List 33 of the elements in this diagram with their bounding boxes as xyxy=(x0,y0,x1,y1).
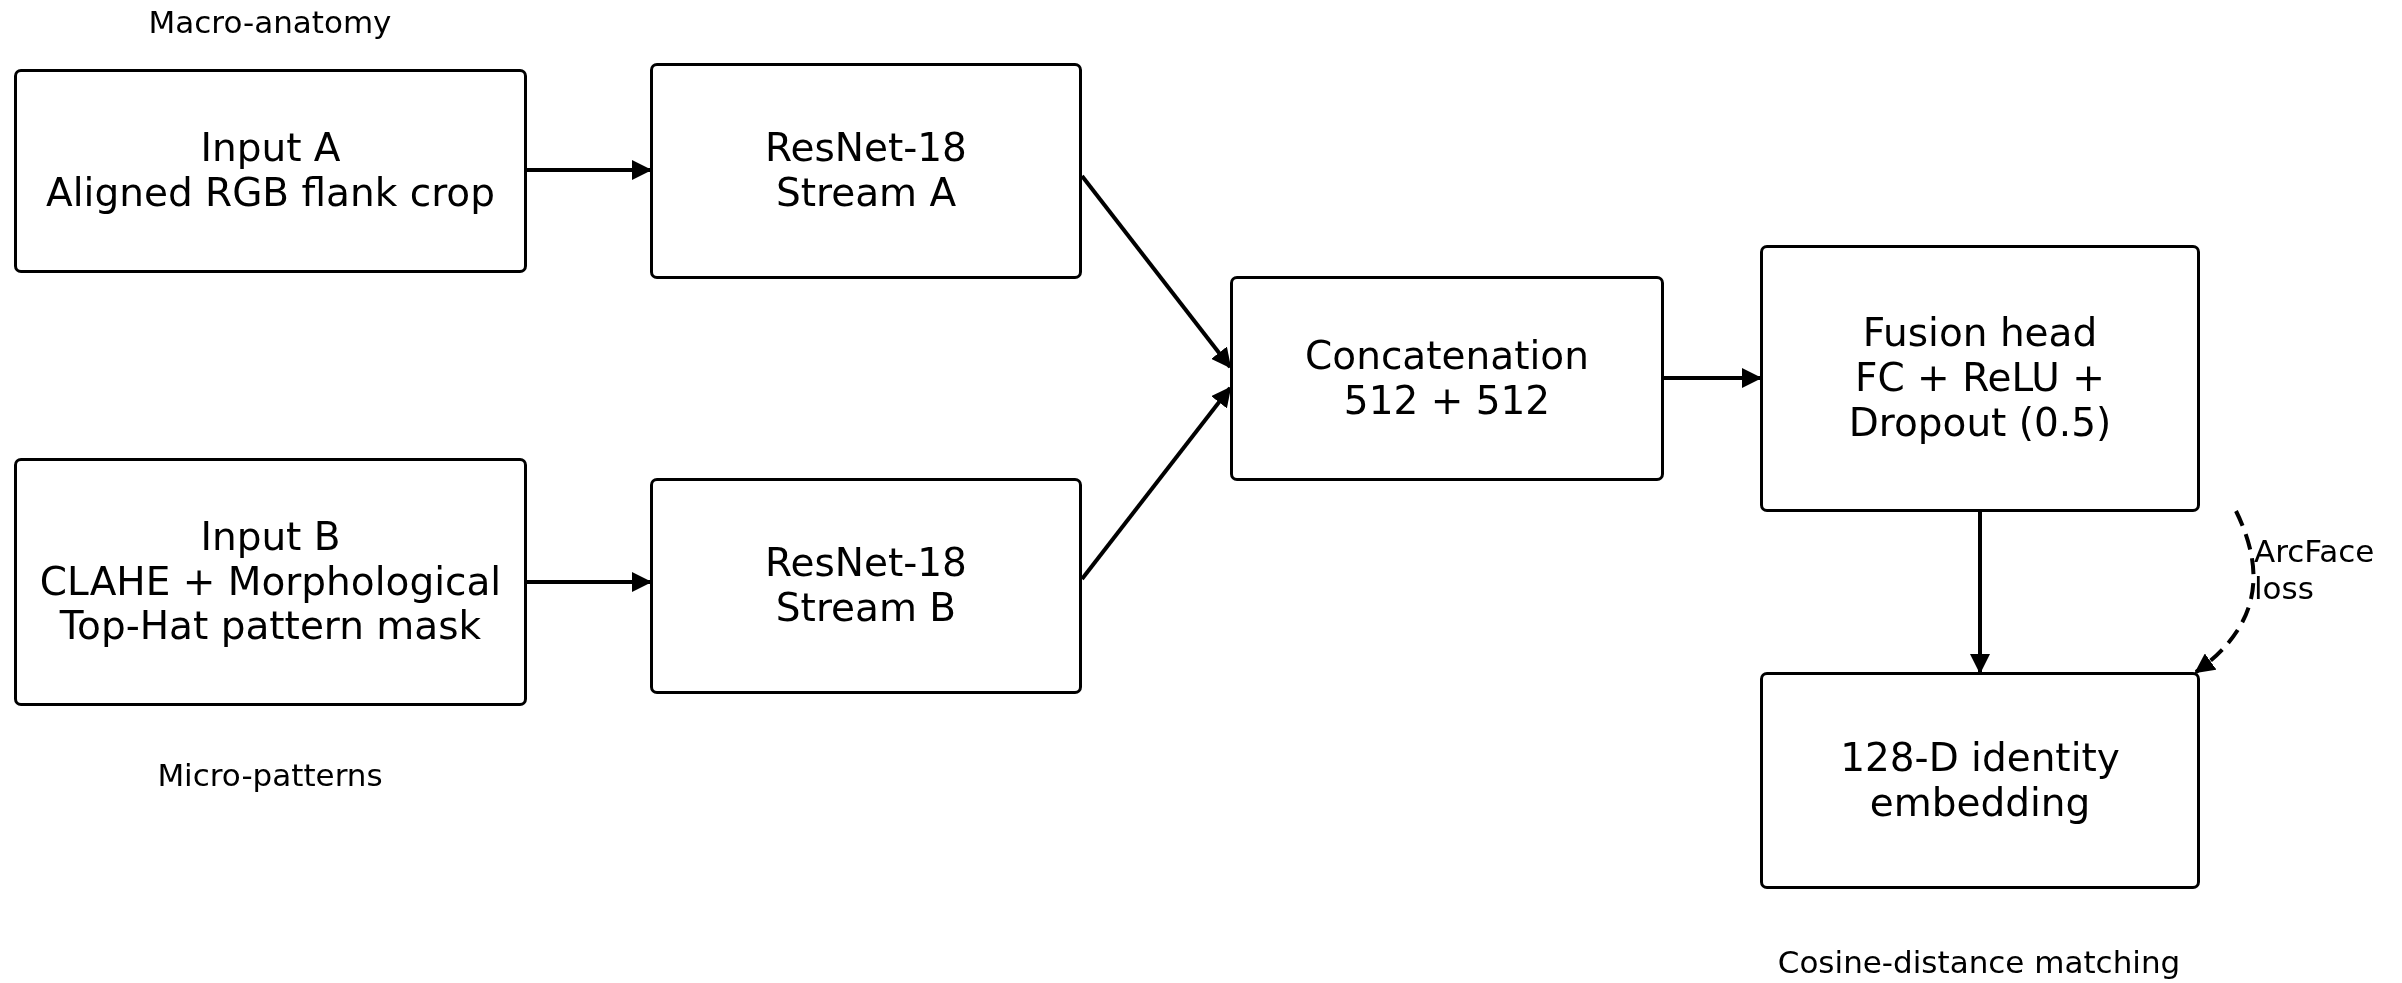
process-box xyxy=(1760,672,2200,889)
box-text: Aligned RGB flank crop xyxy=(46,171,495,216)
dashed-arrow xyxy=(2194,510,2256,674)
arrow xyxy=(1080,386,1232,581)
arrow xyxy=(527,572,652,592)
process-box xyxy=(1760,245,2200,512)
process-box xyxy=(14,69,527,273)
box-text: Stream B xyxy=(775,586,957,631)
caption-text: Cosine-distance matching xyxy=(1777,944,2181,980)
arrow xyxy=(1970,512,1990,674)
box-title: Input B xyxy=(200,514,341,560)
process-box xyxy=(14,458,527,706)
process-box xyxy=(1230,276,1664,481)
box-title: 128-D identity embedding xyxy=(1839,735,2121,826)
arrow xyxy=(1664,368,1762,388)
box-text: Stream A xyxy=(775,171,957,216)
box-text: CLAHE + Morphological xyxy=(39,559,502,605)
box-title: ResNet-18 xyxy=(765,541,967,586)
box-text: 512 + 512 xyxy=(1343,378,1551,424)
edge-label: ArcFace loss xyxy=(2254,533,2376,608)
box-text: Dropout (0.5) xyxy=(1848,400,2112,446)
arrow xyxy=(527,160,652,180)
box-text: FC + ReLU + xyxy=(1855,356,2105,401)
arrow xyxy=(1080,174,1232,369)
box-text: Top-Hat pattern mask xyxy=(59,604,482,650)
box-title: Concatenation xyxy=(1305,333,1589,379)
box-title: Input A xyxy=(200,126,341,171)
box-title: ResNet-18 xyxy=(765,126,967,171)
box-title: Fusion head xyxy=(1862,311,2098,357)
process-box xyxy=(650,63,1082,279)
caption-text: Macro-anatomy xyxy=(148,4,392,40)
caption-text: Micro-patterns xyxy=(157,757,383,793)
process-box xyxy=(650,478,1082,694)
